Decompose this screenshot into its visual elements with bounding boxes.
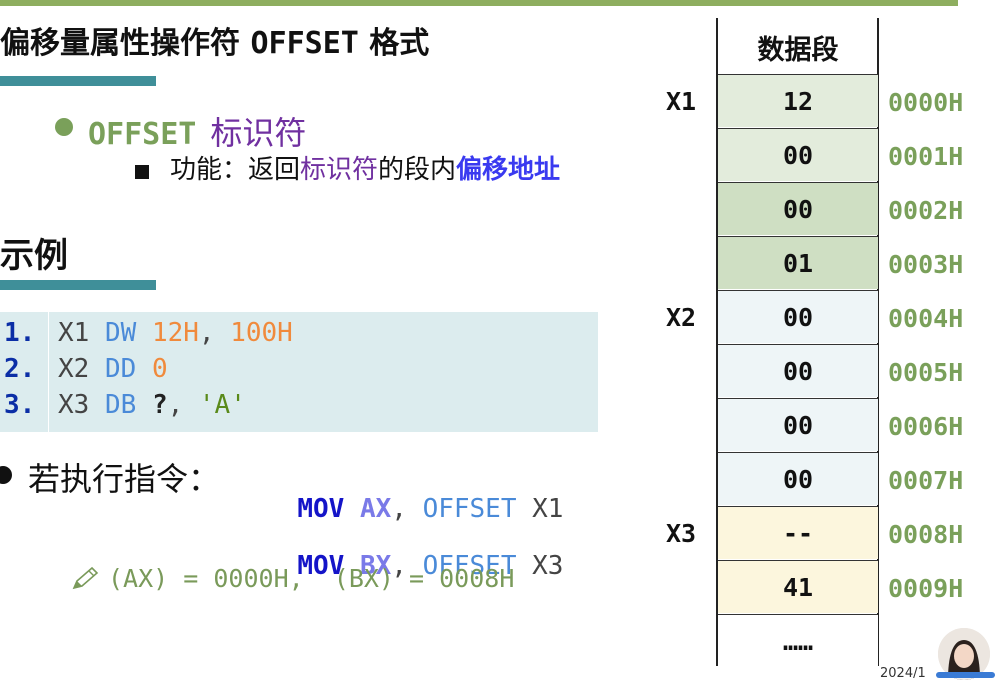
title-keyword: OFFSET bbox=[250, 26, 359, 61]
memory-address: 0003H bbox=[888, 250, 964, 279]
example-heading: 示例 bbox=[0, 236, 68, 276]
variable-label: X2 bbox=[666, 303, 697, 332]
line-number: 1. bbox=[4, 318, 36, 348]
result-text: (AX) = 0000H, (BX) = 0008H bbox=[108, 564, 515, 593]
code-operand: 12H bbox=[151, 318, 199, 348]
title-cn: 偏移量属性操作符 bbox=[0, 26, 240, 61]
variable-label: X1 bbox=[666, 87, 697, 116]
offset-bullet: OFFSET 标识符 bbox=[88, 108, 306, 154]
code-identifier: X3 bbox=[58, 390, 90, 420]
instr-reg: AX bbox=[359, 494, 392, 524]
function-description: 功能：返回标识符的段内偏移地址 bbox=[170, 154, 600, 186]
instr-offset: OFFSET bbox=[422, 551, 517, 581]
slide-title: 偏移量属性操作符 OFFSET 格式 bbox=[0, 18, 429, 62]
instr-comma: , bbox=[391, 494, 407, 524]
memory-address: 0006H bbox=[888, 412, 964, 441]
memory-cell: 00 bbox=[718, 182, 878, 235]
memory-cell: …… bbox=[718, 614, 878, 667]
instr-var: X3 bbox=[532, 551, 564, 581]
table-right-border bbox=[877, 18, 879, 666]
memory-address: 0009H bbox=[888, 574, 964, 603]
instruction-2: MOV BX, OFFSET X3 bbox=[266, 521, 563, 581]
func-prefix: 功能：返回 bbox=[170, 155, 301, 185]
line-number: 3. bbox=[4, 390, 36, 420]
instr-reg: BX bbox=[359, 551, 392, 581]
func-mid: 的段内 bbox=[378, 155, 457, 185]
instr-op: MOV bbox=[297, 551, 345, 581]
avatar-status-bar bbox=[936, 672, 995, 678]
memory-address: 0002H bbox=[888, 196, 964, 225]
code-identifier: X1 bbox=[58, 318, 90, 348]
memory-address: 0001H bbox=[888, 142, 964, 171]
example-underline bbox=[0, 280, 156, 290]
title-tail: 格式 bbox=[369, 26, 430, 61]
pencil-icon bbox=[72, 566, 99, 590]
memory-address: 0000H bbox=[888, 88, 964, 117]
data-segment-header: 数据段 bbox=[757, 34, 839, 66]
memory-address: 0007H bbox=[888, 466, 964, 495]
memory-address: 0005H bbox=[888, 358, 964, 387]
memory-cell: 00 bbox=[718, 452, 878, 505]
instr-var: X1 bbox=[532, 494, 564, 524]
code-line: 3. X3 DB ?, 'A' bbox=[0, 390, 246, 426]
code-operand: 'A' bbox=[198, 390, 246, 420]
bullet-dot bbox=[55, 118, 73, 136]
instruction-1: MOV AX, OFFSET X1 bbox=[266, 464, 563, 524]
code-directive: DW bbox=[104, 318, 137, 348]
code-operand: 100H bbox=[230, 318, 293, 348]
code-operand: 0 bbox=[151, 354, 168, 384]
code-identifier: X2 bbox=[58, 354, 90, 384]
code-operand: , bbox=[167, 390, 199, 420]
slide-date: 2024/1 bbox=[880, 666, 926, 681]
memory-cell: 00 bbox=[718, 290, 878, 343]
code-operand: ? bbox=[151, 390, 168, 420]
memory-cell: 00 bbox=[718, 344, 878, 397]
code-line: 2. X2 DD 0 bbox=[0, 354, 168, 390]
code-block: 1. X1 DW 12H, 100H 2. X2 DD 0 3. X3 DB ?, 'A' bbox=[0, 312, 598, 432]
memory-cell: 00 bbox=[718, 128, 878, 181]
memory-address: 0008H bbox=[888, 520, 964, 549]
code-directive: DD bbox=[104, 354, 137, 384]
instr-comma: , bbox=[391, 551, 407, 581]
title-underline bbox=[0, 76, 156, 86]
instr-offset: OFFSET bbox=[422, 494, 517, 524]
code-line: 1. X1 DW 12H, 100H bbox=[0, 318, 293, 354]
table-left-border bbox=[716, 18, 718, 666]
offset-identifier: 标识符 bbox=[210, 114, 307, 152]
code-gutter-divider bbox=[48, 312, 49, 432]
instr-op: MOV bbox=[297, 494, 345, 524]
memory-cell: 01 bbox=[718, 236, 878, 289]
exec-bullet-dot bbox=[0, 466, 12, 484]
exec-label: 若执行指令： bbox=[28, 460, 221, 498]
memory-cell: 00 bbox=[718, 398, 878, 451]
code-operand: , bbox=[198, 318, 231, 348]
line-number: 2. bbox=[4, 354, 36, 384]
memory-address: 0004H bbox=[888, 304, 964, 333]
memory-cell: 41 bbox=[718, 560, 878, 613]
memory-cell: -- bbox=[718, 506, 878, 559]
variable-label: X3 bbox=[666, 519, 697, 548]
func-identifier: 标识符 bbox=[300, 155, 379, 185]
top-accent-bar bbox=[0, 0, 958, 6]
func-offset-address: 偏移地址 bbox=[456, 155, 561, 185]
offset-keyword: OFFSET bbox=[88, 117, 197, 152]
square-bullet bbox=[135, 165, 149, 179]
code-directive: DB bbox=[104, 390, 137, 420]
memory-cell: 12 bbox=[718, 74, 878, 127]
